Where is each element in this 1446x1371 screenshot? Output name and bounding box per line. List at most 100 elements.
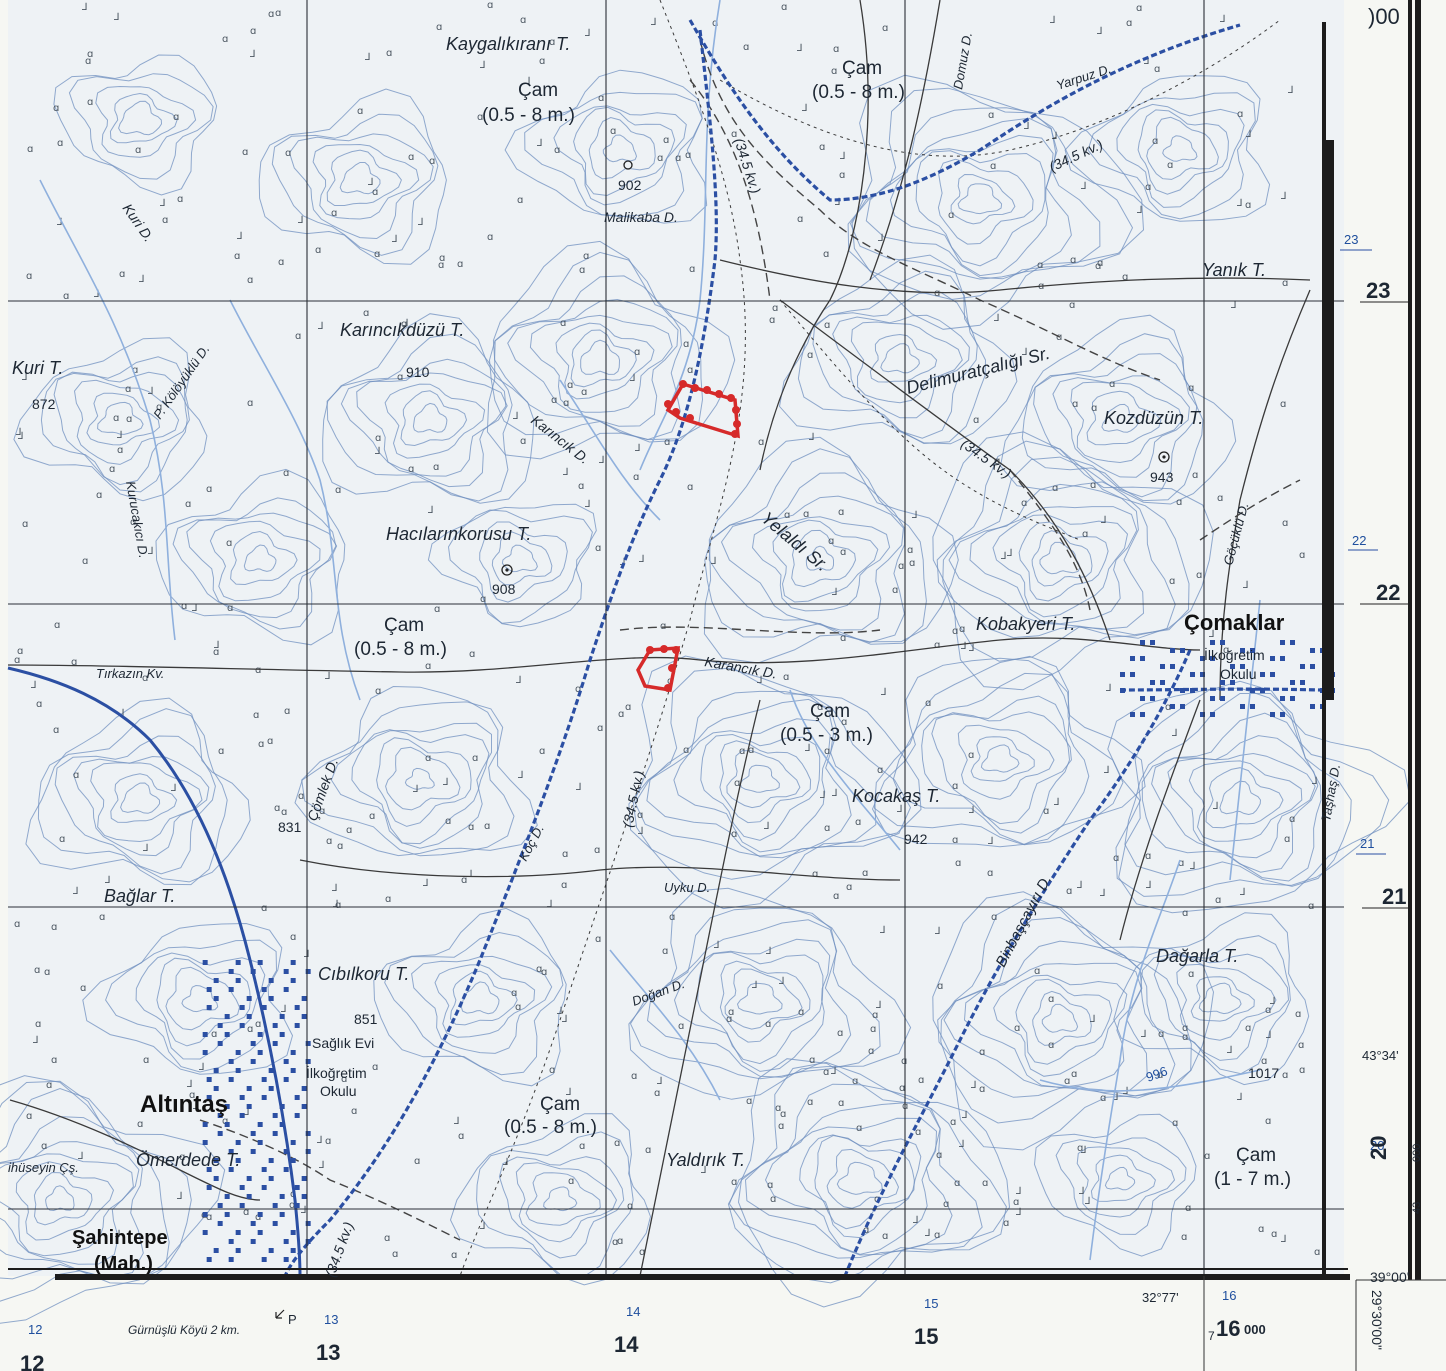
vegetation-symbol: ɑ — [1172, 1118, 1178, 1129]
contour-line — [525, 1172, 601, 1226]
label-peak-996: 996 — [1144, 1063, 1170, 1085]
vegetation-symbol: ɑ — [425, 661, 431, 672]
vegetation-symbol: ɑ — [901, 1056, 907, 1067]
vegetation-symbol: ɑ — [899, 1083, 905, 1094]
label-cam-mid: Çam — [810, 701, 850, 722]
vegetation-symbol: ⅃ — [1085, 1196, 1091, 1207]
building-marker — [290, 978, 296, 983]
vegetation-symbol: ɑ — [487, 232, 493, 243]
building-marker — [272, 1203, 278, 1208]
vegetation-symbol: ɑ — [824, 320, 830, 331]
vegetation-symbol: ɑ — [335, 900, 341, 911]
vegetation-symbol: ɑ — [82, 556, 88, 567]
building-marker — [202, 1122, 208, 1127]
gumuslu-letter: P — [288, 1312, 297, 1327]
building-marker — [261, 1167, 267, 1172]
building-marker — [228, 1059, 234, 1064]
vegetation-symbol: ɑ — [870, 1024, 876, 1035]
vegetation-symbol: ɑ — [952, 781, 958, 792]
building-marker — [290, 960, 296, 965]
vegetation-symbol: ɑ — [809, 1055, 815, 1066]
vegetation-symbol: ɑ — [685, 150, 691, 161]
contour-line — [486, 240, 736, 460]
vegetation-symbol: ɑ — [445, 816, 451, 827]
vegetation-symbol: ⅃ — [1141, 1029, 1147, 1040]
vegetation-symbol: ⅃ — [1113, 1092, 1119, 1103]
contour-line — [980, 744, 1020, 773]
building-marker — [239, 1095, 245, 1100]
vegetation-symbol: ⅃ — [148, 386, 154, 397]
label-cam-se-range: (1 - 7 m.) — [1214, 1169, 1291, 1190]
vegetation-symbol: ɑ — [385, 894, 391, 905]
vegetation-symbol: ɑ — [125, 384, 131, 395]
easting-small-14: 14 — [626, 1304, 640, 1319]
vegetation-symbol: ⅃ — [1106, 683, 1112, 694]
contour-line — [1018, 521, 1109, 602]
contour-line — [553, 105, 687, 206]
contour-line — [805, 545, 834, 571]
vegetation-symbol: ⅃ — [333, 899, 339, 910]
building-marker — [1240, 664, 1245, 669]
contour-line — [1107, 687, 1412, 914]
vegetation-symbol: ⅃ — [547, 899, 553, 910]
building-marker — [268, 1086, 274, 1091]
building-marker — [1220, 680, 1225, 685]
building-marker — [290, 1158, 296, 1163]
northing-large-22: 22 — [1376, 580, 1400, 605]
contour-line — [957, 183, 1003, 215]
contour-line — [1052, 375, 1190, 478]
vegetation-symbol: ⅃ — [805, 743, 811, 754]
vegetation-symbol: ɑ — [35, 1019, 41, 1030]
vegetation-symbol: ɑ — [877, 765, 883, 776]
contour-line — [384, 383, 486, 459]
vegetation-symbol: ⅃ — [620, 557, 626, 568]
vegetation-symbol: ɑ — [1072, 399, 1078, 410]
vegetation-symbol: ⅃ — [375, 446, 381, 457]
contour-line — [948, 483, 1145, 630]
vegetation-symbol: ⅃ — [281, 1004, 287, 1015]
label-yaldirik: Yaldırık T. — [666, 1150, 745, 1170]
label-cam-ne-range: (0.5 - 8 m.) — [812, 82, 905, 103]
vegetation-symbol: ⅃ — [1081, 181, 1087, 192]
contour-line — [230, 530, 298, 586]
vegetation-symbol: ɑ — [1181, 1232, 1187, 1243]
contour-line — [385, 746, 461, 811]
vegetation-symbol: ɑ — [250, 26, 256, 37]
contour-line — [724, 968, 803, 1030]
vegetation-symbol: ɑ — [285, 148, 291, 159]
easting-small-16: 16 — [1222, 1288, 1236, 1303]
vegetation-symbol: ⅃ — [318, 321, 324, 332]
vegetation-symbol: ɑ — [515, 1002, 521, 1013]
vegetation-symbol: ɑ — [1071, 1069, 1077, 1080]
vegetation-symbol: ɑ — [1265, 1005, 1271, 1016]
vegetation-symbol: ⅃ — [935, 926, 941, 937]
vegetation-symbol: ɑ — [551, 395, 557, 406]
northing-large-23: 23 — [1366, 278, 1390, 303]
contour-line — [1055, 1137, 1187, 1235]
building-marker — [294, 1203, 300, 1208]
vegetation-symbol: ɑ — [408, 152, 414, 163]
building-marker — [1210, 712, 1215, 717]
contour-line — [53, 54, 218, 196]
vegetation-symbol: ɑ — [731, 129, 737, 140]
building-marker — [261, 1257, 267, 1262]
vegetation-symbol: ⅃ — [516, 675, 522, 686]
building-marker — [257, 1050, 263, 1055]
vegetation-symbol: ɑ — [627, 1201, 633, 1212]
contour-line — [427, 503, 597, 628]
building-marker — [1120, 672, 1125, 677]
contour-line — [258, 88, 447, 265]
building-marker — [1170, 664, 1175, 669]
building-marker — [246, 996, 252, 1001]
vegetation-symbol: ɑ — [372, 1062, 378, 1073]
vegetation-symbol: ɑ — [770, 1194, 776, 1205]
vegetation-symbol: ⅃ — [117, 430, 123, 441]
building-marker — [261, 1095, 267, 1100]
vegetation-symbol: ɑ — [1048, 1040, 1054, 1051]
contour-line — [40, 356, 188, 493]
vegetation-symbol: ɑ — [1282, 278, 1288, 289]
contour-line — [832, 314, 970, 419]
building-marker — [228, 1239, 234, 1244]
contour-line — [72, 755, 210, 857]
building-marker — [246, 1194, 252, 1199]
